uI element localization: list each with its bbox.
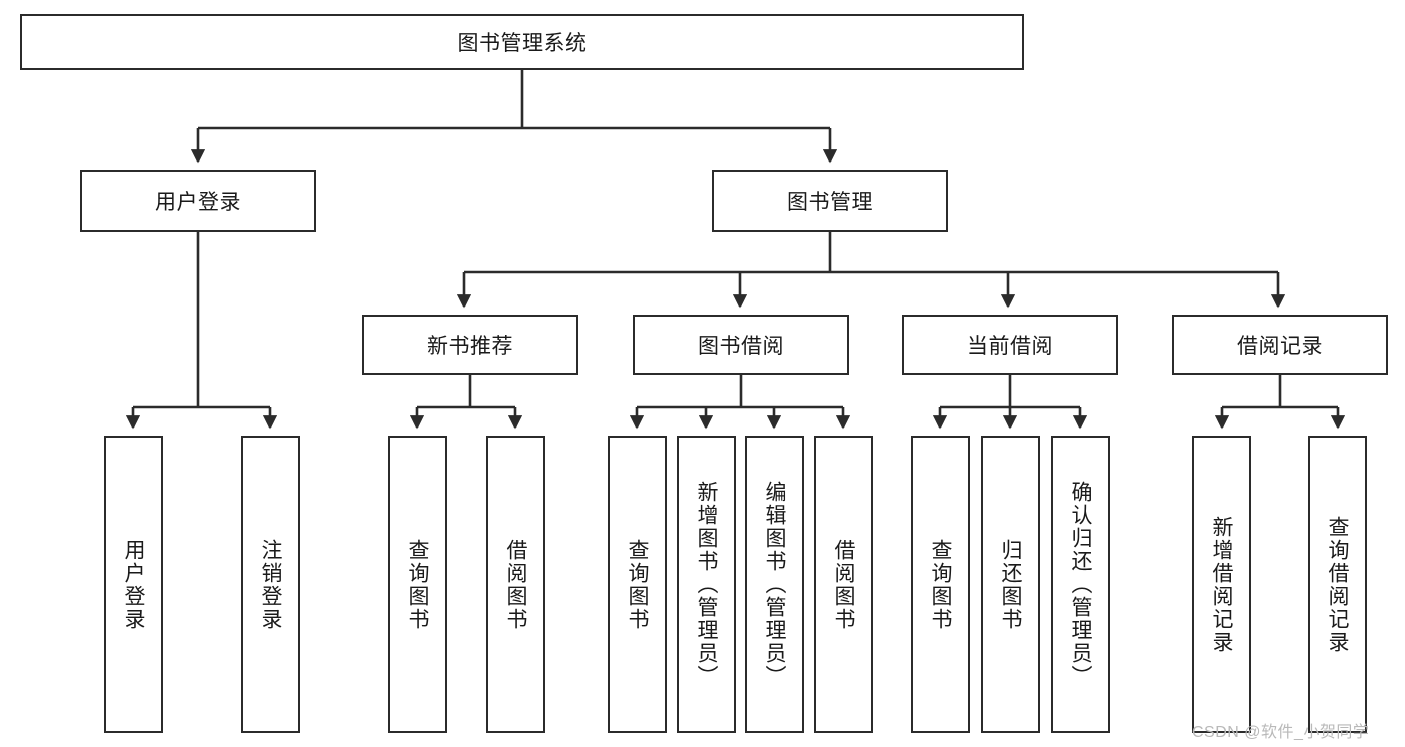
leaf-query-book-2[interactable]: 查询图书 — [608, 436, 667, 733]
leaf-borrow-book-1[interactable]: 借阅图书 — [486, 436, 545, 733]
node-root-label: 图书管理系统 — [457, 32, 587, 55]
leaf-query-book-3-label: 查询图书 — [929, 538, 952, 631]
leaf-edit-book[interactable]: 编辑图书（管理员） — [745, 436, 804, 733]
node-user-login-label: 用户登录 — [155, 191, 241, 214]
leaf-query-record-label: 查询借阅记录 — [1326, 515, 1349, 654]
node-borrow-record[interactable]: 借阅记录 — [1172, 315, 1388, 375]
leaf-add-book[interactable]: 新增图书（管理员） — [677, 436, 736, 733]
leaf-user-login-label: 用户登录 — [122, 538, 145, 631]
node-current-borrow[interactable]: 当前借阅 — [902, 315, 1118, 375]
leaf-confirm-return-label: 确认归还（管理员） — [1069, 481, 1092, 688]
csdn-watermark: CSDN @软件_小贺同学 — [1192, 724, 1370, 741]
node-book-manage-label: 图书管理 — [787, 191, 873, 214]
node-book-manage[interactable]: 图书管理 — [712, 170, 948, 232]
leaf-add-record-label: 新增借阅记录 — [1210, 515, 1233, 654]
leaf-borrow-book-1-label: 借阅图书 — [504, 538, 527, 631]
leaf-add-book-label: 新增图书（管理员） — [695, 481, 718, 688]
leaf-logout-login-label: 注销登录 — [259, 538, 282, 631]
leaf-logout-login[interactable]: 注销登录 — [241, 436, 300, 733]
node-user-login[interactable]: 用户登录 — [80, 170, 316, 232]
node-book-borrow[interactable]: 图书借阅 — [633, 315, 849, 375]
node-root-system[interactable]: 图书管理系统 — [20, 14, 1024, 70]
leaf-query-book-1[interactable]: 查询图书 — [388, 436, 447, 733]
leaf-query-book-2-label: 查询图书 — [626, 538, 649, 631]
leaf-user-login[interactable]: 用户登录 — [104, 436, 163, 733]
leaf-return-book[interactable]: 归还图书 — [981, 436, 1040, 733]
leaf-add-record[interactable]: 新增借阅记录 — [1192, 436, 1251, 733]
leaf-borrow-book-2[interactable]: 借阅图书 — [814, 436, 873, 733]
node-new-book-recommend-label: 新书推荐 — [427, 335, 513, 358]
leaf-query-book-1-label: 查询图书 — [406, 538, 429, 631]
leaf-borrow-book-2-label: 借阅图书 — [832, 538, 855, 631]
leaf-query-book-3[interactable]: 查询图书 — [911, 436, 970, 733]
node-book-borrow-label: 图书借阅 — [698, 335, 784, 358]
node-current-borrow-label: 当前借阅 — [967, 335, 1053, 358]
leaf-confirm-return[interactable]: 确认归还（管理员） — [1051, 436, 1110, 733]
node-borrow-record-label: 借阅记录 — [1237, 335, 1323, 358]
leaf-return-book-label: 归还图书 — [999, 538, 1022, 631]
node-new-book-recommend[interactable]: 新书推荐 — [362, 315, 578, 375]
leaf-query-record[interactable]: 查询借阅记录 — [1308, 436, 1367, 733]
leaf-edit-book-label: 编辑图书（管理员） — [763, 481, 786, 688]
